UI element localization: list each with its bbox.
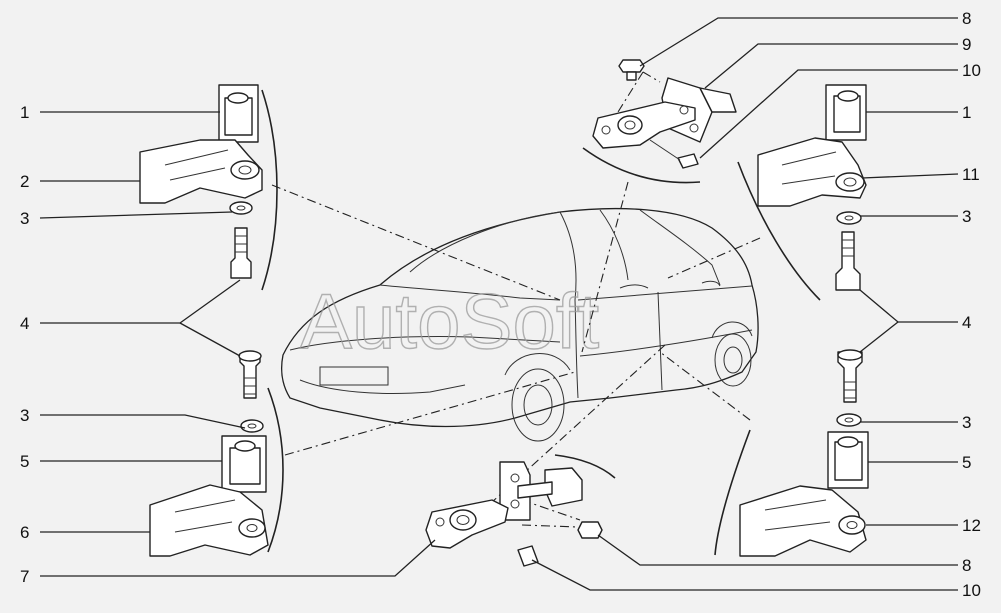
hinge-lower-door-right — [739, 349, 869, 557]
callout-labels: 1 2 3 4 3 5 6 7 8 9 10 1 11 3 4 3 5 12 8… — [20, 9, 981, 600]
callout-5-right: 5 — [962, 453, 971, 472]
door-check-lower — [425, 461, 603, 567]
callout-4-left: 4 — [20, 314, 29, 333]
callout-11: 11 — [962, 165, 980, 184]
bracket-arcs — [261, 89, 821, 556]
callout-12: 12 — [962, 516, 981, 535]
callout-1-left: 1 — [20, 103, 29, 122]
car-body — [281, 207, 759, 442]
callout-2: 2 — [20, 172, 29, 191]
callout-10-top: 10 — [962, 61, 981, 80]
callout-4-right: 4 — [962, 313, 971, 332]
watermark-text: AutoSoft — [300, 277, 600, 365]
callout-1-right: 1 — [962, 103, 971, 122]
hinge-upper-door-left — [139, 84, 263, 279]
callout-9: 9 — [962, 35, 971, 54]
callout-3-left-upper: 3 — [20, 209, 29, 228]
callout-6: 6 — [20, 523, 29, 542]
callout-10-bottom: 10 — [962, 581, 981, 600]
hinge-lower-door-left — [149, 350, 269, 557]
callout-3-left-lower: 3 — [20, 406, 29, 425]
callout-5-left: 5 — [20, 452, 29, 471]
door-check-upper — [592, 59, 737, 169]
callout-8-bottom: 8 — [962, 556, 971, 575]
callout-3-right-upper: 3 — [962, 207, 971, 226]
hinge-upper-door-right — [757, 84, 867, 291]
callout-7: 7 — [20, 567, 29, 586]
callout-8-top: 8 — [962, 9, 971, 28]
assembly-dash-lines — [271, 71, 761, 528]
callout-3-right-lower: 3 — [962, 413, 971, 432]
leader-lines — [39, 17, 959, 591]
